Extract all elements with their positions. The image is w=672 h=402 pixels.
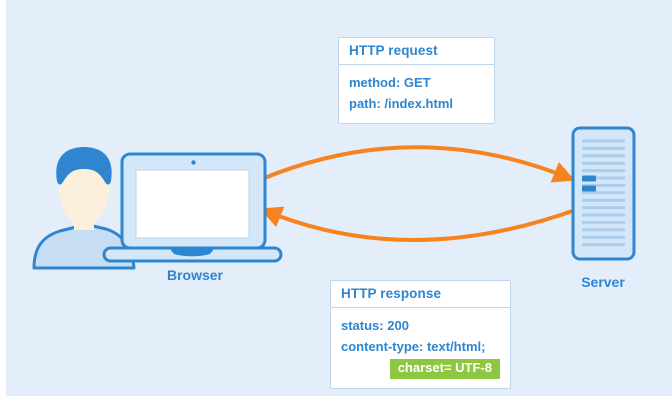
charset-highlight: charset= UTF-8 [389,359,500,379]
laptop-notch [170,249,214,257]
server-led-bar [582,185,596,192]
request-path-line: path: /index.html [349,96,453,111]
http-request-title: HTTP request [339,38,494,65]
response-arrow [259,206,580,242]
http-response-body: status: 200 content-type: text/html; cha… [331,308,510,388]
response-status-line: status: 200 [341,318,409,333]
user-hair [56,147,112,185]
http-request-body: method: GET path: /index.html [339,65,494,123]
laptop-camera [191,160,196,165]
server-label: Server [581,274,625,290]
server-vents [582,139,625,247]
request-method-line: method: GET [349,75,431,90]
http-request-box: HTTP request method: GET path: /index.ht… [338,37,495,124]
browser-label: Browser [166,267,224,283]
user-face [59,156,109,226]
request-arrow [260,145,576,183]
server-led-bar [582,175,596,182]
laptop-screen [135,169,250,239]
http-response-box: HTTP response status: 200 content-type: … [330,280,511,389]
laptop-icon [102,152,283,263]
response-content-type-line: content-type: text/html; [341,339,486,354]
server-icon [571,126,636,261]
http-response-title: HTTP response [331,281,510,308]
